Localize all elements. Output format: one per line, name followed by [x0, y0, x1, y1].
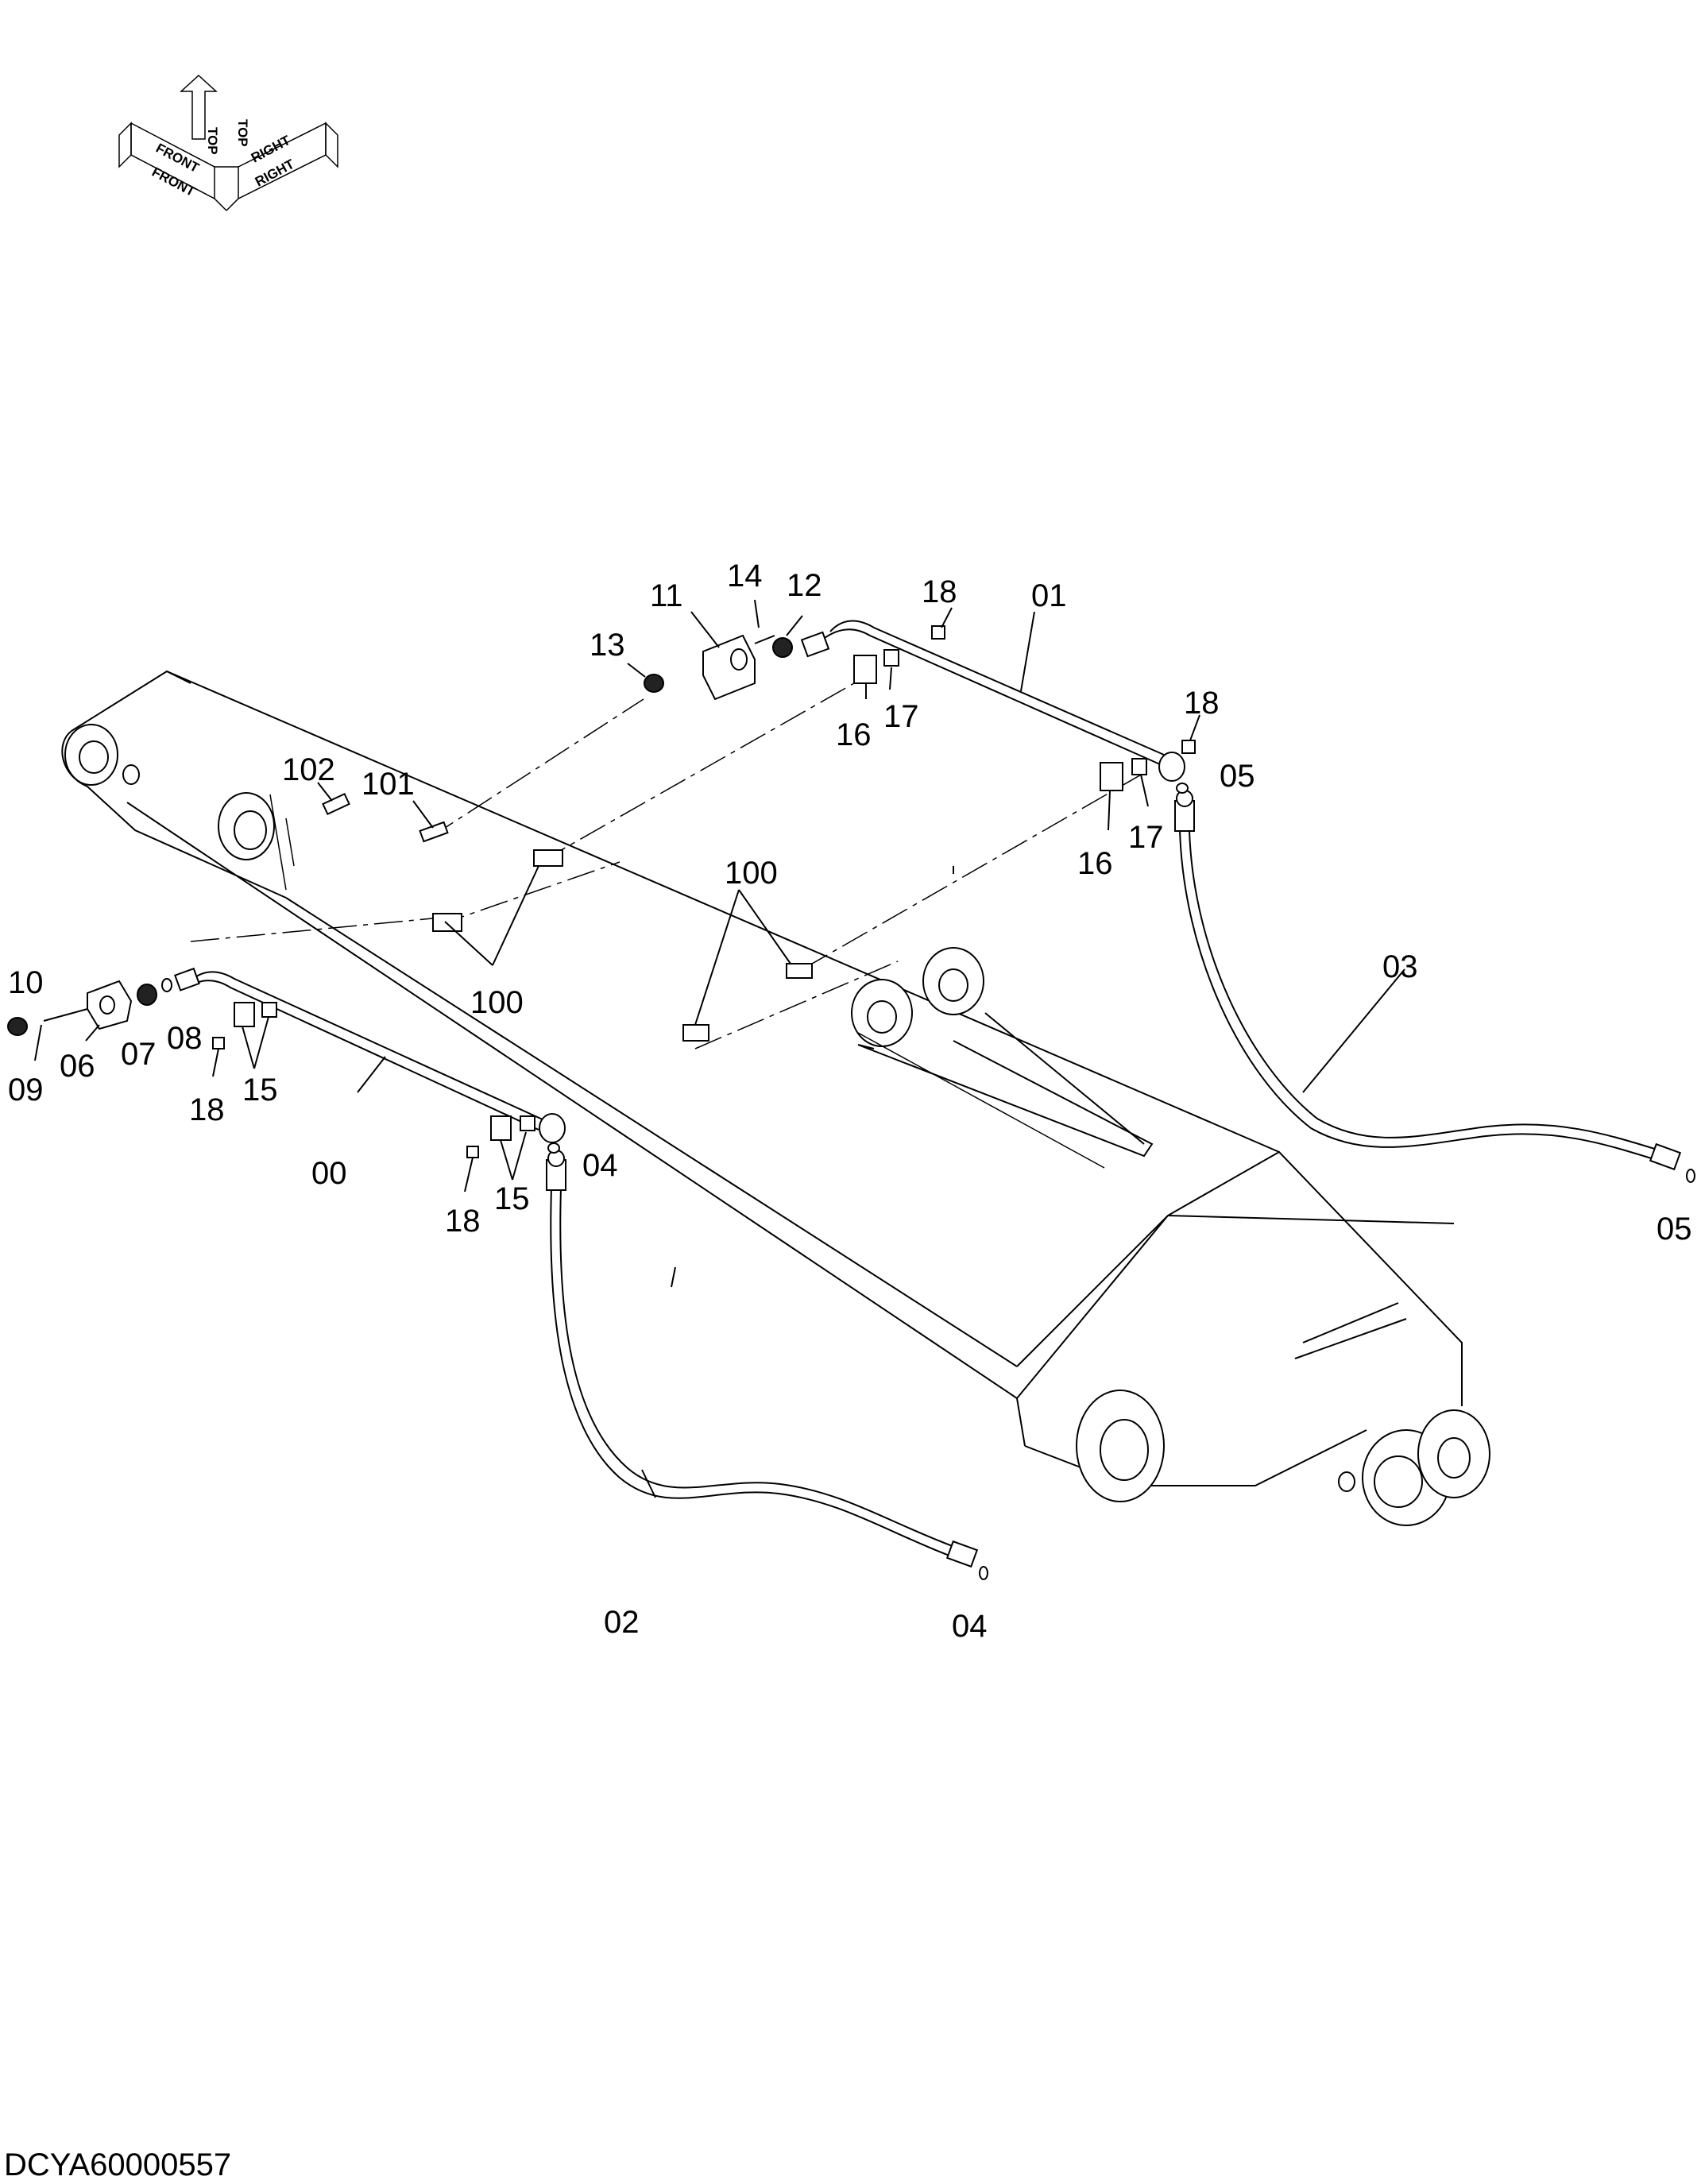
clamp-17	[1131, 758, 1147, 775]
clamp-17	[883, 649, 899, 667]
part-label-00: 00	[311, 1156, 347, 1191]
clamp-16	[853, 655, 877, 684]
part-label-13: 13	[590, 628, 625, 663]
part-label-05: 05	[1220, 759, 1255, 794]
part-label-17: 17	[883, 699, 919, 734]
part-label-04: 04	[582, 1148, 618, 1183]
part-label-18: 18	[1184, 686, 1220, 721]
part-label-02: 02	[604, 1605, 640, 1640]
clamp-15	[490, 1115, 512, 1141]
adapter-12	[772, 637, 793, 658]
clamp-15	[261, 1002, 277, 1018]
part-label-101: 101	[361, 767, 415, 802]
part-label-05: 05	[1657, 1212, 1692, 1247]
plug-13	[644, 674, 664, 693]
clamp-block-100	[533, 849, 563, 867]
bolt-09	[43, 1008, 88, 1022]
elbow-fitting	[539, 1113, 566, 1143]
clamp-15	[520, 1115, 535, 1131]
block-valve-11	[702, 634, 756, 701]
part-label-11: 11	[650, 578, 683, 613]
part-label-16: 16	[836, 717, 872, 752]
o-ring-04	[979, 1566, 988, 1580]
o-ring-08	[161, 978, 172, 992]
part-label-17: 17	[1128, 820, 1164, 855]
bolt-18	[931, 625, 945, 640]
up-arrow-icon	[180, 74, 218, 140]
part-label-15: 15	[494, 1181, 530, 1216]
clamp-block-100	[786, 963, 813, 979]
part-label-09: 09	[8, 1073, 44, 1107]
hose-02-end-fitting	[945, 1540, 979, 1568]
clamp-block-100	[432, 913, 462, 932]
bolt-18	[1181, 740, 1196, 754]
o-ring-05	[1686, 1169, 1695, 1183]
part-label-100: 100	[470, 985, 524, 1020]
part-label-14: 14	[727, 559, 763, 593]
part-label-08: 08	[167, 1021, 203, 1056]
pipe-fitting	[800, 631, 830, 658]
part-label-04: 04	[952, 1609, 988, 1644]
orientation-label: TOP	[235, 119, 250, 147]
clamp-blocks	[322, 792, 813, 1042]
o-ring-04	[547, 1142, 560, 1154]
clamp-block-101	[419, 821, 449, 843]
part-label-16: 16	[1077, 846, 1113, 881]
part-label-100: 100	[725, 856, 778, 891]
clamp-block-102	[322, 792, 350, 816]
part-label-10: 10	[8, 965, 44, 1000]
elbow-fitting	[1158, 752, 1185, 782]
part-label-01: 01	[1031, 578, 1067, 613]
part-labels: 01 03 02 00 04 04 05 05 06 07 08 09 10 1…	[8, 559, 1692, 1644]
orientation-indicator: FRONT FRONT TOP TOP RIGHT RIGHT	[118, 74, 338, 211]
bolt-14	[754, 635, 775, 644]
part-label-18: 18	[189, 1092, 225, 1127]
bolt-18	[466, 1146, 479, 1158]
adapter-07	[137, 984, 157, 1006]
hoses	[546, 783, 1695, 1580]
part-label-15: 15	[242, 1073, 278, 1107]
part-label-12: 12	[787, 568, 822, 603]
part-label-18: 18	[445, 1204, 481, 1239]
alignment-lines	[190, 682, 1149, 1049]
part-label-18: 18	[922, 574, 957, 609]
leader-lines	[34, 599, 1405, 1498]
upper-pipe-assembly	[644, 620, 1196, 791]
excavator-arm	[61, 670, 1490, 1526]
clamp-15	[234, 1002, 255, 1027]
pipe-fitting	[174, 967, 200, 991]
hose-03-end-fitting	[1649, 1142, 1682, 1171]
part-label-06: 06	[60, 1049, 95, 1084]
part-label-07: 07	[121, 1037, 157, 1072]
part-label-102: 102	[282, 752, 335, 787]
plug-10	[7, 1017, 28, 1036]
orientation-label: TOP	[205, 127, 220, 155]
bolt-18	[212, 1037, 225, 1049]
clamp-16	[1100, 762, 1123, 791]
clamp-block-100	[682, 1024, 709, 1042]
o-ring-05	[1176, 783, 1189, 794]
drawing-code: DCYA60000557	[4, 2147, 231, 2182]
part-label-03: 03	[1382, 949, 1418, 984]
lower-pipe-assembly	[7, 967, 566, 1158]
